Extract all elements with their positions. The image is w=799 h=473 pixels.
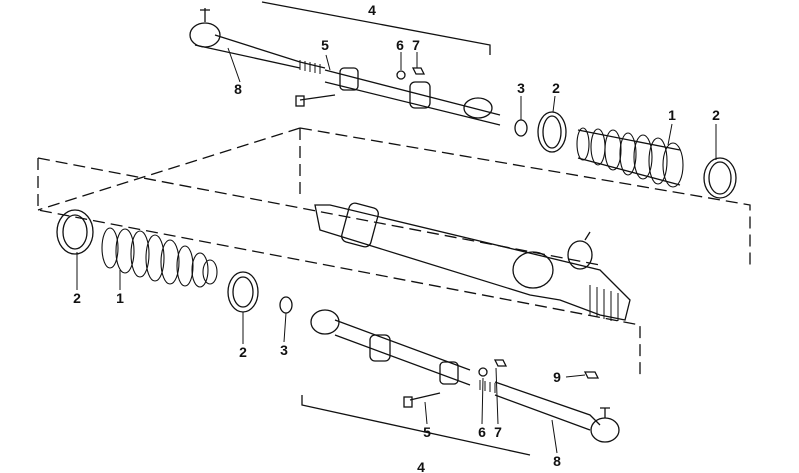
- callout-6-bottom: 6: [478, 424, 486, 440]
- callout-1-top: 1: [668, 107, 676, 123]
- callout-2-left-inner: 2: [239, 344, 247, 360]
- callout-2-top: 2: [552, 80, 560, 96]
- lower-boot: [56, 209, 293, 314]
- upper-boot: [576, 127, 737, 199]
- callout-5-bottom: 5: [423, 424, 431, 440]
- leader-lines: [76, 47, 717, 454]
- callout-3-left: 3: [280, 342, 288, 358]
- bracket-top: [261, 1, 491, 55]
- callout-4-top: 4: [368, 2, 376, 18]
- dashed-guide-lines: [37, 127, 751, 375]
- callout-3-top: 3: [517, 80, 525, 96]
- callout-1-left: 1: [116, 290, 124, 306]
- callout-8-bottom: 8: [553, 453, 561, 469]
- callout-5-top: 5: [321, 37, 329, 53]
- rack-housing: [314, 202, 631, 321]
- callout-9: 9: [553, 369, 561, 385]
- upper-tie-rod-assembly: [189, 8, 567, 153]
- callout-7-bottom: 7: [494, 424, 502, 440]
- callout-7-top: 7: [412, 37, 420, 53]
- bracket-bottom: [301, 395, 531, 456]
- callout-8-top: 8: [234, 81, 242, 97]
- lower-tie-rod-assembly: [310, 309, 620, 443]
- callout-2-top-right: 2: [712, 107, 720, 123]
- callout-6-top: 6: [396, 37, 404, 53]
- callout-4-bottom: 4: [417, 459, 425, 473]
- callout-2-left: 2: [73, 290, 81, 306]
